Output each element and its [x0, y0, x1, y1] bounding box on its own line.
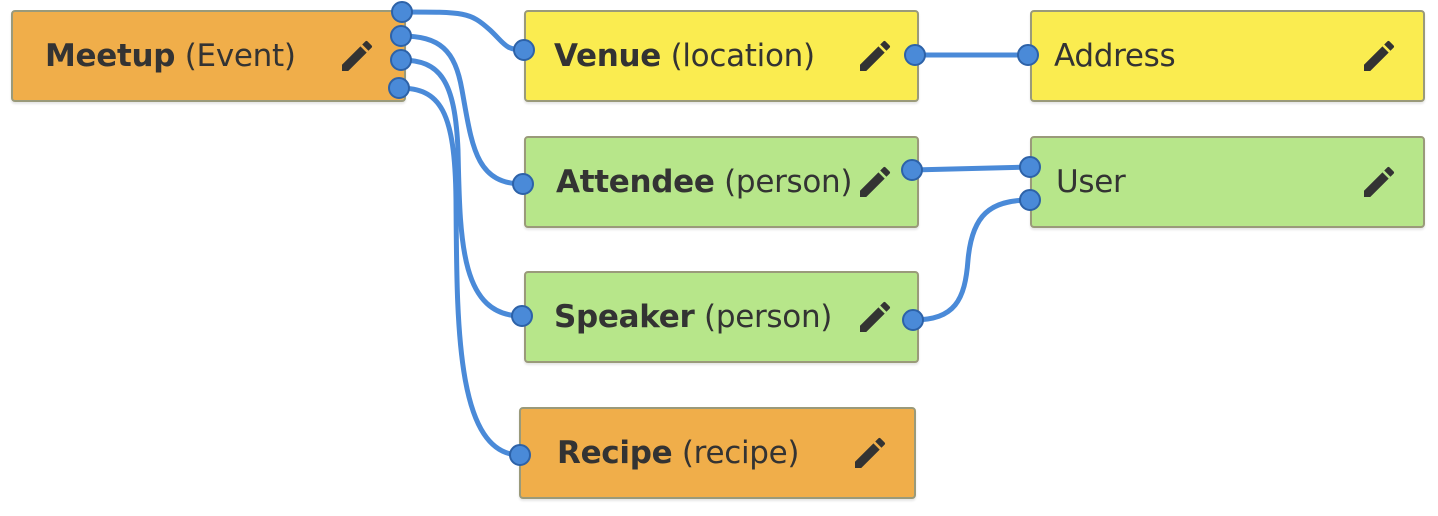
- wire-meetup-recipe: [396, 85, 523, 458]
- port-meetup-out-2[interactable]: [390, 25, 412, 47]
- port-meetup-out-4[interactable]: [388, 77, 410, 99]
- node-venue-type: (location): [670, 38, 816, 74]
- wire-meetup-attendee: [398, 33, 526, 187]
- port-address-in[interactable]: [1017, 44, 1039, 66]
- node-address-name: Address: [1054, 38, 1176, 74]
- node-venue[interactable]: Venue (location): [524, 10, 919, 102]
- wire-attendee-user: [909, 164, 1033, 173]
- wire-meetup-venue: [399, 9, 527, 53]
- node-user[interactable]: User: [1030, 136, 1425, 228]
- wire-speaker-user: [910, 197, 1033, 323]
- node-user-name: User: [1056, 164, 1126, 200]
- port-user-in-1[interactable]: [1019, 156, 1041, 178]
- port-speaker-in[interactable]: [511, 305, 533, 327]
- node-venue-label: Venue (location): [554, 38, 815, 74]
- node-attendee-label: Attendee (person): [556, 164, 853, 200]
- node-speaker-name: Speaker: [554, 299, 695, 335]
- node-attendee-name: Attendee: [556, 164, 715, 200]
- node-address[interactable]: Address: [1030, 10, 1425, 102]
- node-recipe[interactable]: Recipe (recipe): [519, 407, 916, 499]
- node-attendee-type: (person): [724, 164, 853, 200]
- node-speaker-label: Speaker (person): [554, 299, 832, 335]
- node-meetup-label: Meetup (Event): [45, 38, 296, 74]
- port-meetup-out-3[interactable]: [390, 49, 412, 71]
- port-venue-in[interactable]: [513, 39, 535, 61]
- node-address-label: Address: [1054, 38, 1176, 74]
- node-meetup-name: Meetup: [45, 38, 176, 74]
- node-speaker[interactable]: Speaker (person): [524, 271, 919, 363]
- port-user-in-2[interactable]: [1019, 189, 1041, 211]
- node-user-label: User: [1056, 164, 1126, 200]
- node-attendee[interactable]: Attendee (person): [524, 136, 919, 228]
- pencil-icon[interactable]: [853, 295, 897, 339]
- node-meetup[interactable]: Meetup (Event): [11, 10, 406, 102]
- node-recipe-type: (recipe): [681, 435, 800, 471]
- port-attendee-out[interactable]: [901, 159, 923, 181]
- wire-meetup-speaker: [398, 57, 525, 319]
- port-speaker-out[interactable]: [902, 309, 924, 331]
- node-meetup-type: (Event): [184, 38, 296, 74]
- pencil-icon[interactable]: [853, 160, 897, 204]
- node-speaker-type: (person): [704, 299, 833, 335]
- port-attendee-in[interactable]: [512, 173, 534, 195]
- node-venue-name: Venue: [554, 38, 661, 74]
- port-recipe-in[interactable]: [509, 444, 531, 466]
- port-meetup-out-1[interactable]: [391, 1, 413, 23]
- pencil-icon[interactable]: [848, 431, 892, 475]
- node-recipe-label: Recipe (recipe): [557, 435, 800, 471]
- pencil-icon[interactable]: [1357, 34, 1401, 78]
- pencil-icon[interactable]: [335, 34, 379, 78]
- port-venue-out[interactable]: [904, 44, 926, 66]
- node-recipe-name: Recipe: [557, 435, 673, 471]
- pencil-icon[interactable]: [853, 34, 897, 78]
- pencil-icon[interactable]: [1357, 160, 1401, 204]
